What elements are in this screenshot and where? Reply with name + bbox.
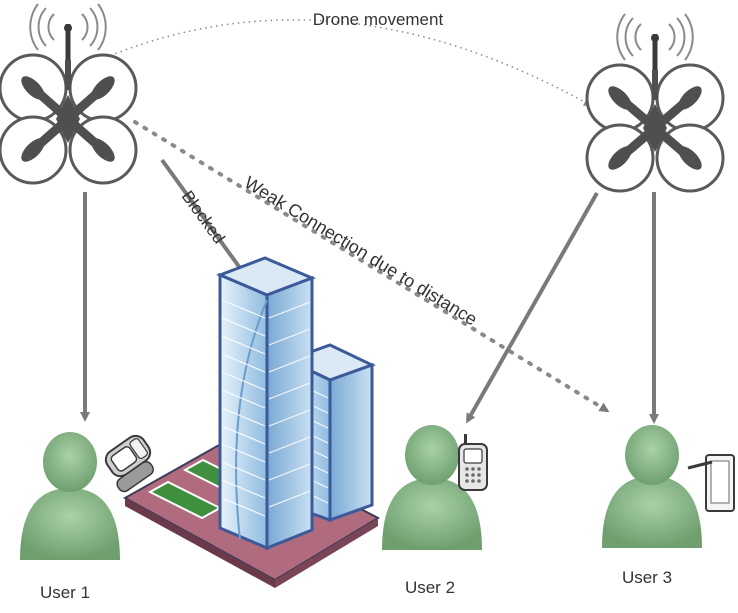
user-3: User 3: [602, 425, 702, 587]
user-1-label: User 1: [40, 583, 90, 602]
person-icon: [602, 425, 702, 548]
person-icon: [20, 432, 120, 560]
weak-connection-line: [133, 120, 610, 413]
drone-1: [0, 3, 138, 185]
flip-phone-icon: [104, 434, 154, 493]
user-2: User 2: [382, 425, 482, 597]
blocked-link-line: [160, 158, 242, 270]
quadcopter-icon: [0, 53, 138, 185]
drone-movement-arc: [94, 19, 593, 107]
drone-movement-label: Drone movement: [313, 10, 444, 29]
user-1: User 1: [20, 432, 120, 602]
quadcopter-icon: [585, 63, 725, 193]
link-drone2-user2: [466, 192, 599, 424]
antenna-signal-icon: [616, 13, 694, 61]
user-3-label: User 3: [622, 568, 672, 587]
person-icon: [382, 425, 482, 550]
drone-2: [585, 13, 725, 193]
tablet-stylus-icon: [687, 454, 735, 512]
antenna-signal-icon: [29, 3, 107, 51]
skyscraper-icon: [122, 256, 381, 588]
user-2-label: User 2: [405, 578, 455, 597]
blocked-label: Blocked: [178, 187, 229, 247]
feature-phone-icon: [458, 434, 488, 491]
